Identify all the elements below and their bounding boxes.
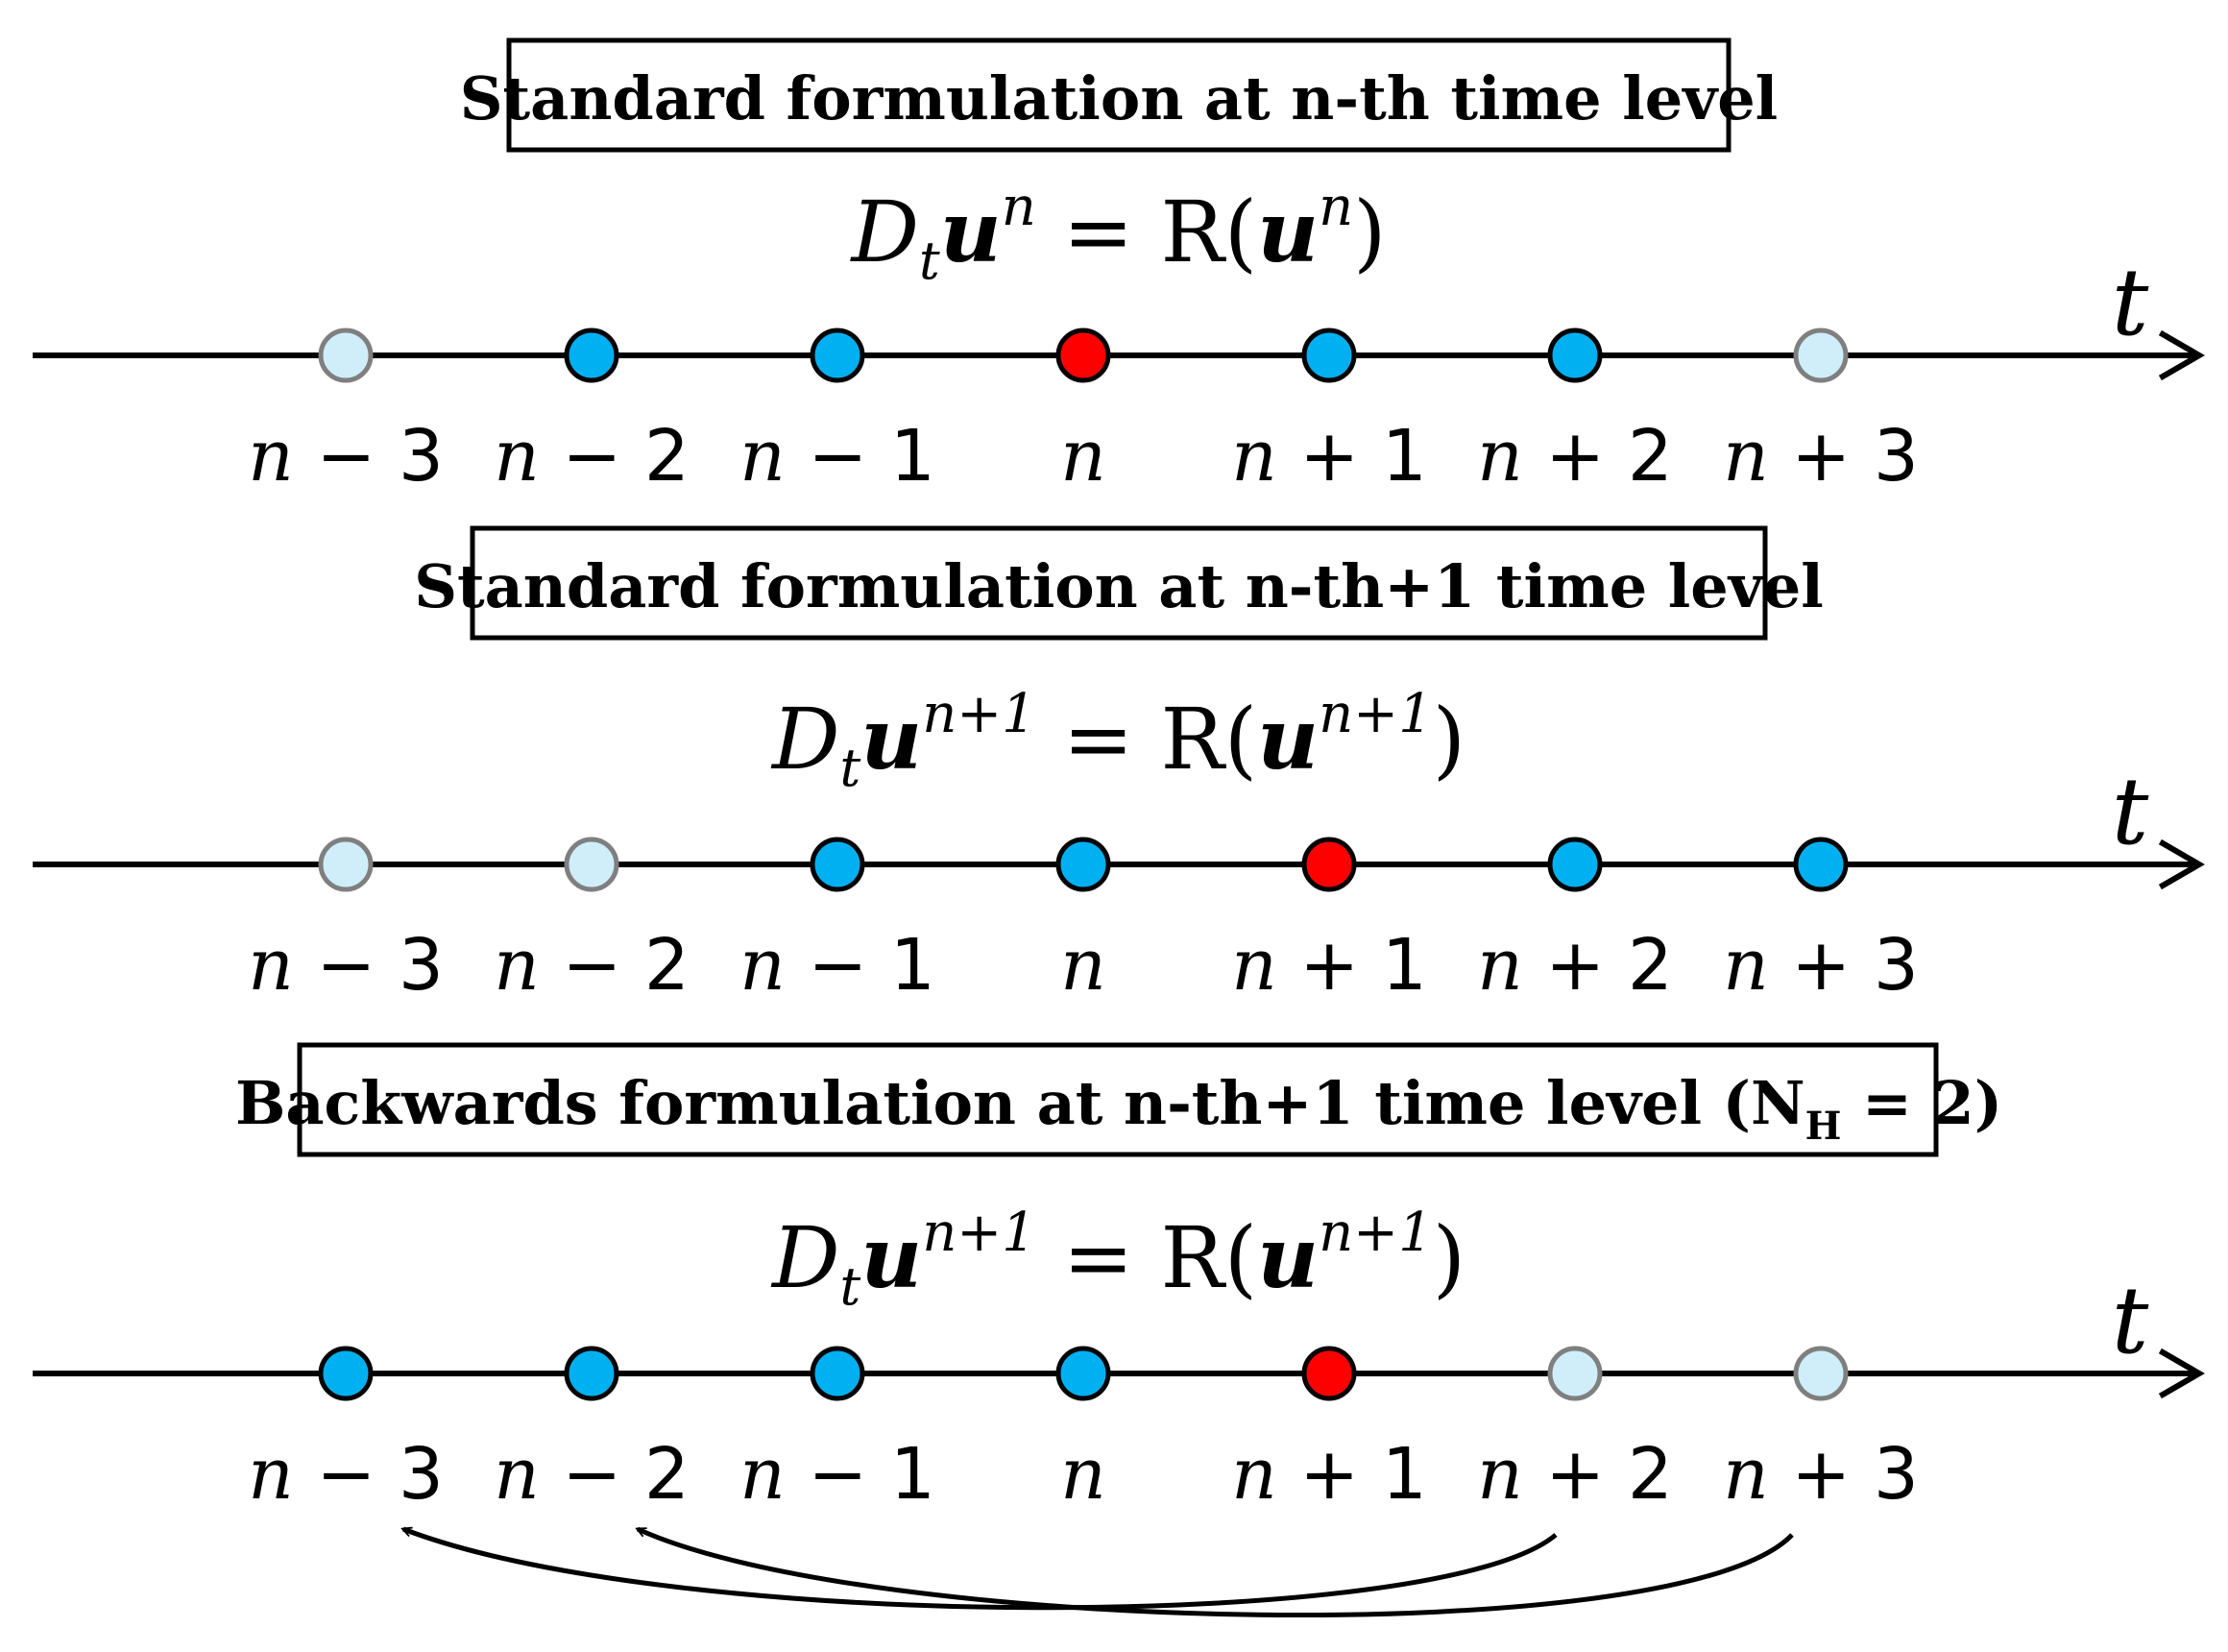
panel-3-node-6-inactive — [1793, 1346, 1849, 1401]
panel-1-title: Standard formulation at n-th time level — [460, 63, 1778, 134]
panel-2-title-box — [470, 525, 1768, 641]
panel-3-tick-labels: n − 3 n − 2 n − 1 n n + 1 n + 2 n + 3 — [248, 1433, 1919, 1516]
panel-1-tick-label-1: n − 2 — [494, 415, 690, 498]
panel-2-tick-label-1: n − 2 — [494, 924, 690, 1007]
panel-3-nodes — [318, 1346, 1849, 1401]
panel-3-axis-label: t — [2112, 1267, 2149, 1374]
panel-3-node-2-active — [810, 1346, 865, 1401]
panel-1-title-box — [506, 37, 1732, 153]
panel-2-node-4-current — [1301, 837, 1357, 892]
panel-3-title-box — [297, 1042, 1939, 1157]
panel-2-tick-label-3: n — [1060, 924, 1106, 1007]
curve-arrow-n-plus-3-to-n-minus-2 — [638, 1526, 1794, 1618]
panel-1-equation: Dtun = R(un) — [849, 176, 1386, 291]
panel-2-node-2-active — [810, 837, 865, 892]
panel-3-node-0-active — [318, 1346, 374, 1401]
panel-2-equation: Dtun+1 = R(un+1) — [770, 683, 1465, 798]
panel-2-node-3-active — [1055, 837, 1111, 892]
panel-3: Backwards formulation at n-th+1 time lev… — [33, 1042, 2205, 1618]
panel-3-tick-label-6: n + 3 — [1723, 1433, 1919, 1516]
panel-3-title: Backwards formulation at n-th+1 time lev… — [235, 1068, 2002, 1149]
panel-1-tick-label-2: n − 1 — [739, 415, 935, 498]
panel-2-node-5-active — [1547, 837, 1603, 892]
panel-1-axis-arrowhead — [2158, 329, 2205, 381]
panel-2-nodes — [318, 837, 1849, 892]
panel-1-node-2-active — [810, 328, 865, 383]
panel-2-tick-label-4: n + 1 — [1231, 924, 1427, 1007]
panel-1-tick-label-3: n — [1060, 415, 1106, 498]
panel-2-axis-label: t — [2112, 758, 2149, 865]
panel-3-axis-arrowhead — [2158, 1348, 2205, 1399]
panel-2-tick-labels: n − 3 n − 2 n − 1 n n + 1 n + 2 n + 3 — [248, 924, 1919, 1007]
panel-2-title: Standard formulation at n-th+1 time leve… — [414, 551, 1824, 621]
panel-1-tick-label-6: n + 3 — [1723, 415, 1919, 498]
panel-1-node-0-inactive — [318, 328, 374, 383]
panel-2-tick-label-5: n + 2 — [1477, 924, 1673, 1007]
panel-1-tick-label-0: n − 3 — [248, 415, 444, 498]
panel-2-tick-label-6: n + 3 — [1723, 924, 1919, 1007]
panel-3-tick-label-3: n — [1060, 1433, 1106, 1516]
curve-arrow-n-plus-2-to-n-minus-3 — [403, 1529, 1558, 1611]
panel-3-node-1-active — [564, 1346, 619, 1401]
panel-1-tick-label-5: n + 2 — [1477, 415, 1673, 498]
panel-2-axis-arrowhead — [2158, 838, 2205, 890]
panel-2-node-0-inactive — [318, 837, 374, 892]
panel-3-tick-label-5: n + 2 — [1477, 1433, 1673, 1516]
panel-3-node-3-active — [1055, 1346, 1111, 1401]
panel-1-tick-labels: n − 3 n − 2 n − 1 n n + 1 n + 2 n + 3 — [248, 415, 1919, 498]
panel-2-node-1-inactive — [564, 837, 619, 892]
panel-3-equation: Dtun+1 = R(un+1) — [770, 1202, 1465, 1317]
panel-1-tick-label-4: n + 1 — [1231, 415, 1427, 498]
panel-1-node-1-active — [564, 328, 619, 383]
panel-2-tick-label-2: n − 1 — [739, 924, 935, 1007]
panel-2-tick-label-0: n − 3 — [248, 924, 444, 1007]
panel-3-node-4-current — [1301, 1346, 1357, 1401]
panel-1-node-3-current — [1055, 328, 1111, 383]
panel-2-node-6-active — [1793, 837, 1849, 892]
panel-1-axis-label: t — [2112, 249, 2149, 356]
panel-1-node-4-active — [1301, 328, 1357, 383]
panel-3-tick-label-0: n − 3 — [248, 1433, 444, 1516]
panel-1-node-6-inactive — [1793, 328, 1849, 383]
panel-3-tick-label-1: n − 2 — [494, 1433, 690, 1516]
panel-3-node-5-inactive — [1547, 1346, 1603, 1401]
panel-1: Standard formulation at n-th time level … — [33, 37, 2205, 498]
panel-1-node-5-active — [1547, 328, 1603, 383]
panel-2: Standard formulation at n-th+1 time leve… — [33, 525, 2205, 1007]
panel-1-nodes — [318, 328, 1849, 383]
panel-3-tick-label-2: n − 1 — [739, 1433, 935, 1516]
panel-3-tick-label-4: n + 1 — [1231, 1433, 1427, 1516]
